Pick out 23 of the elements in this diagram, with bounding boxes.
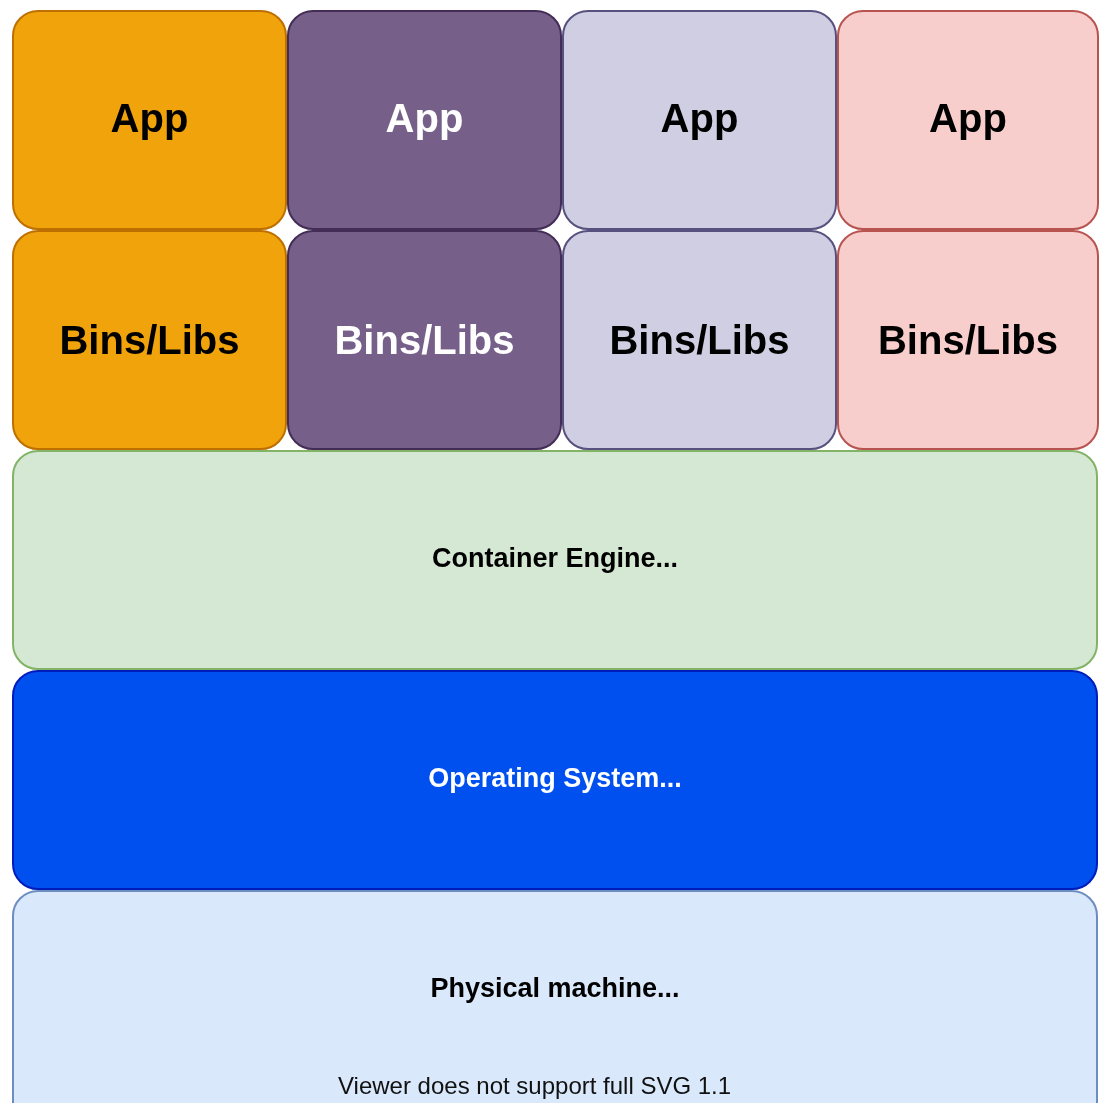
box-label: Bins/Libs	[878, 317, 1058, 363]
box-label: Bins/Libs	[609, 317, 790, 363]
box-label: Operating System...	[428, 762, 682, 794]
box-label: App	[110, 95, 189, 141]
box-label: Bins/Libs	[59, 317, 240, 363]
app-box	[562, 10, 837, 230]
libraries-box	[837, 230, 1099, 450]
libraries-box	[562, 230, 837, 450]
box-label: App	[660, 95, 739, 141]
app-box	[837, 10, 1099, 230]
layer-band	[12, 890, 1098, 1103]
app-box	[287, 10, 562, 230]
box-label: App	[385, 95, 464, 141]
footer-note: Viewer does not support full SVG 1.1	[338, 1072, 732, 1100]
box-label: App	[929, 95, 1007, 141]
layer-band	[12, 450, 1098, 670]
box-label: Physical machine...	[430, 972, 680, 1004]
libraries-box	[12, 230, 287, 450]
box-label: Bins/Libs	[334, 317, 515, 363]
layer-band	[12, 670, 1098, 890]
libraries-box	[287, 230, 562, 450]
box-label: Container Engine...	[432, 542, 678, 574]
app-box	[12, 10, 287, 230]
